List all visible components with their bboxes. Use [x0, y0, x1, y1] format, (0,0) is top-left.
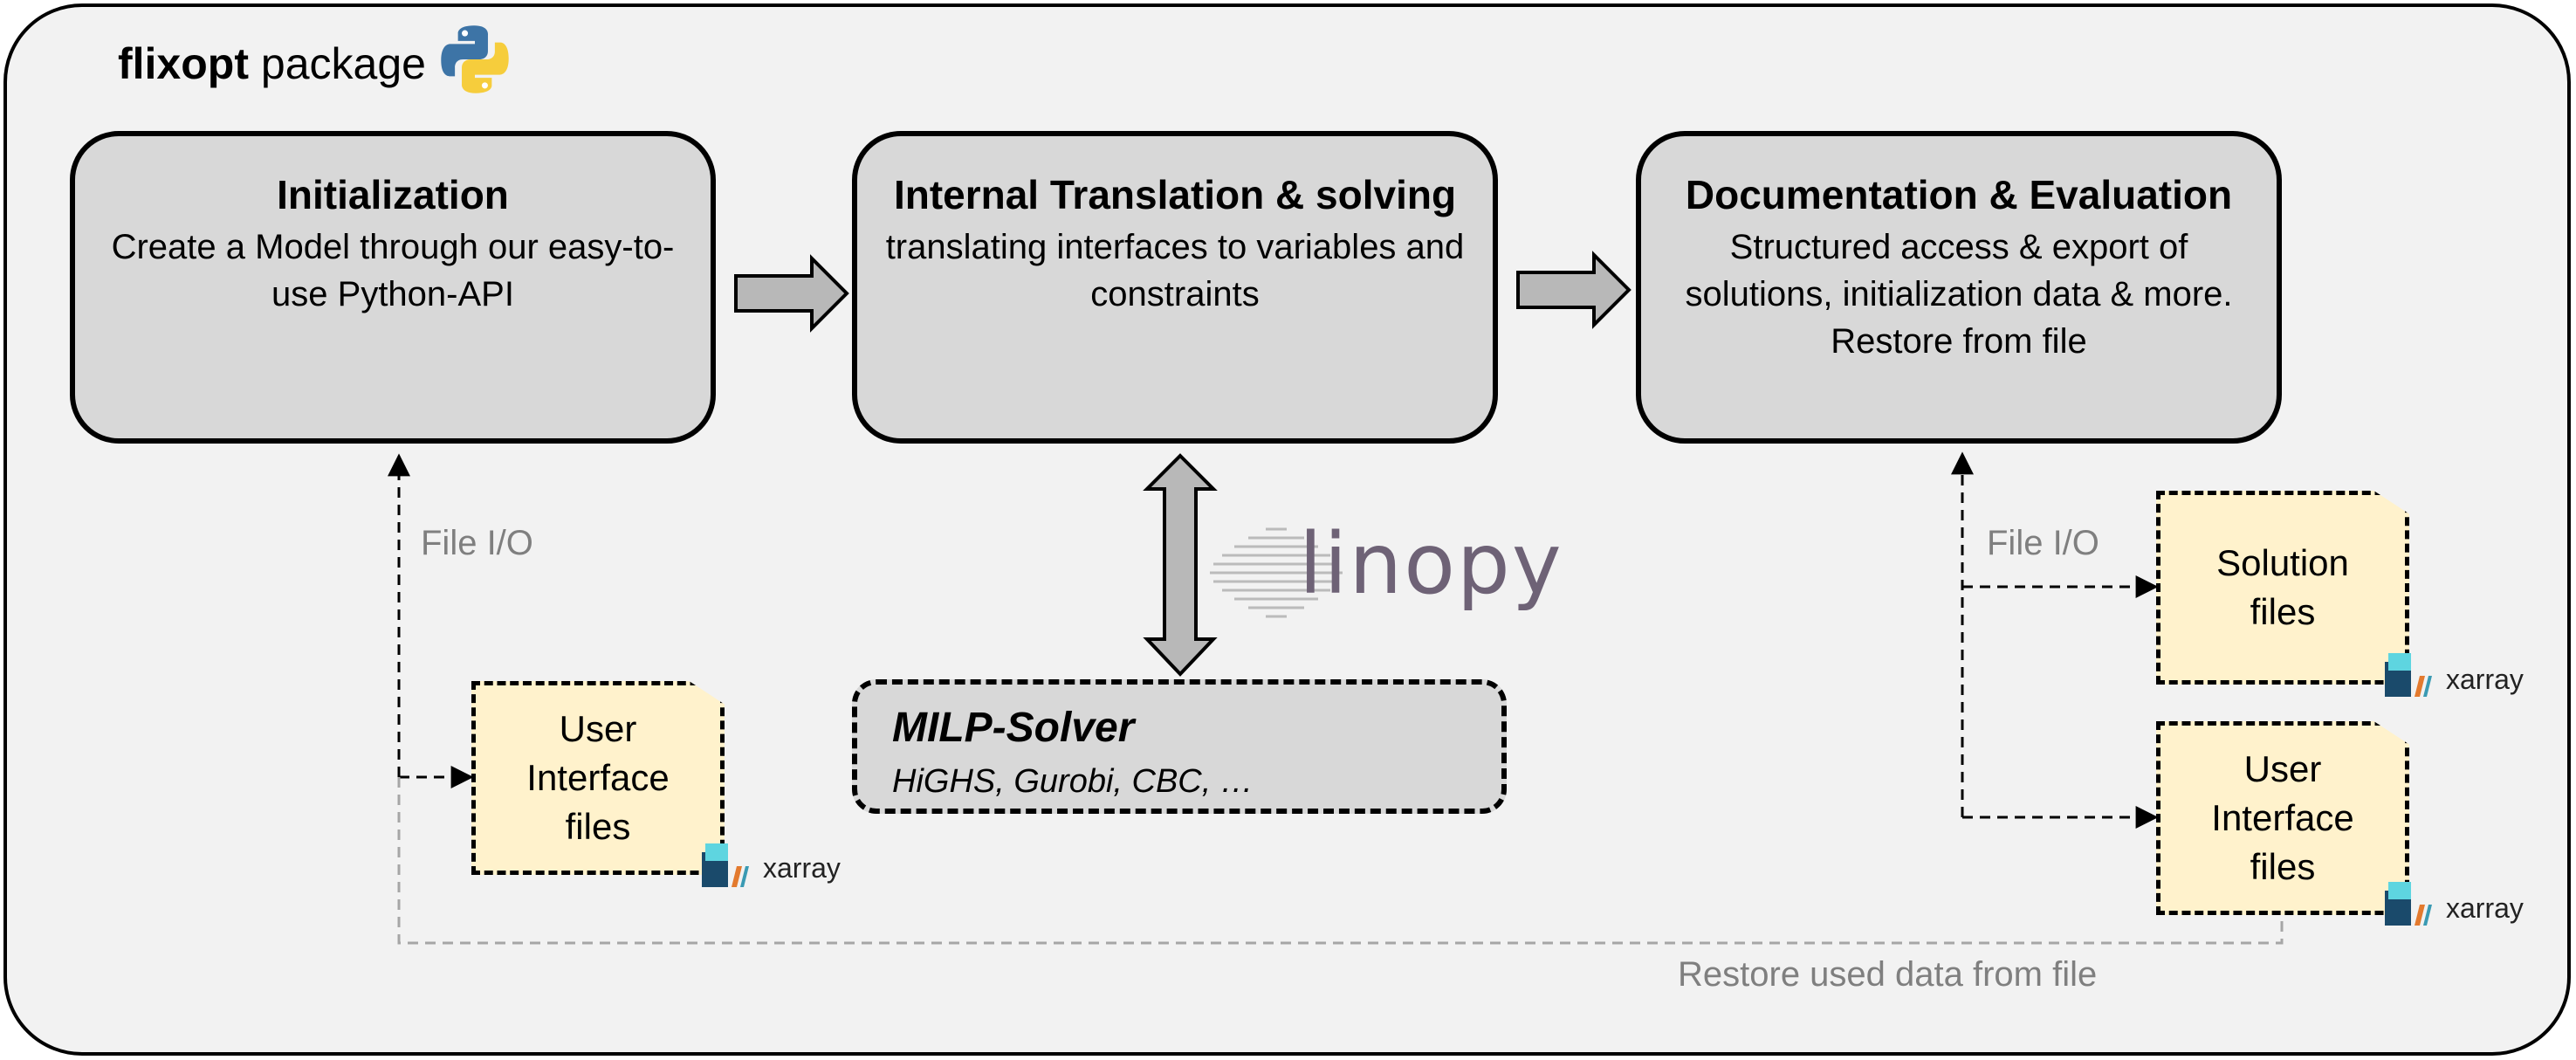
translation-title: Internal Translation & solving [893, 172, 1457, 217]
package-name: flixopt [118, 39, 249, 88]
xarray-label-user: xarray [2446, 892, 2524, 924]
file-line: files [565, 806, 631, 847]
linopy-label: linopy [1299, 515, 1563, 613]
documentation-title: Documentation & Evaluation [1685, 172, 2233, 217]
file-io-left-label: File I/O [421, 524, 533, 562]
milp-title: MILP-Solver [892, 705, 1135, 751]
user-interface-files-left: User Interface files [471, 681, 725, 875]
initialization-title: Initialization [277, 172, 509, 217]
restore-line [397, 777, 2284, 945]
package-title: flixopt package [118, 38, 426, 89]
translation-desc: translating interfaces to variables and … [885, 228, 1465, 313]
flow-arrow-1 [734, 254, 849, 333]
milp-subtitle: HiGHS, Gurobi, CBC, … [892, 763, 1254, 800]
file-line: User [2243, 748, 2322, 789]
file-line: files [2250, 591, 2316, 632]
milp-solver-box: MILP-Solver HiGHS, Gurobi, CBC, … [852, 679, 1507, 814]
initialization-stage: Initialization Create a Model through ou… [70, 131, 716, 444]
restore-label: Restore used data from file [1678, 955, 2098, 994]
file-line: Interface [2211, 797, 2354, 838]
translation-stage: Internal Translation & solving translati… [852, 131, 1498, 444]
python-logo-icon [441, 25, 509, 93]
flow-arrow-2 [1516, 251, 1631, 329]
xarray-label-solution: xarray [2446, 664, 2524, 695]
file-line: Interface [526, 757, 670, 798]
linopy-logo-icon [1210, 527, 1343, 618]
xarray-logo-icon [2385, 882, 2432, 926]
solution-files: Solution files [2156, 491, 2409, 685]
xarray-logo-icon [702, 843, 749, 887]
user-interface-files-right: User Interface files [2156, 721, 2409, 915]
file-line: User [559, 708, 637, 749]
file-line: files [2250, 846, 2316, 887]
initialization-desc: Create a Model through our easy-to-use P… [111, 228, 675, 313]
documentation-stage: Documentation & Evaluation Structured ac… [1636, 131, 2282, 444]
documentation-desc: Structured access & export of solutions,… [1685, 228, 2233, 361]
package-suffix: package [260, 39, 426, 88]
xarray-logo-icon [2385, 653, 2432, 697]
file-line: Solution [2216, 542, 2349, 583]
file-io-right-label: File I/O [1987, 524, 2099, 562]
xarray-label-left: xarray [763, 852, 841, 884]
solver-double-arrow [1143, 453, 1218, 677]
